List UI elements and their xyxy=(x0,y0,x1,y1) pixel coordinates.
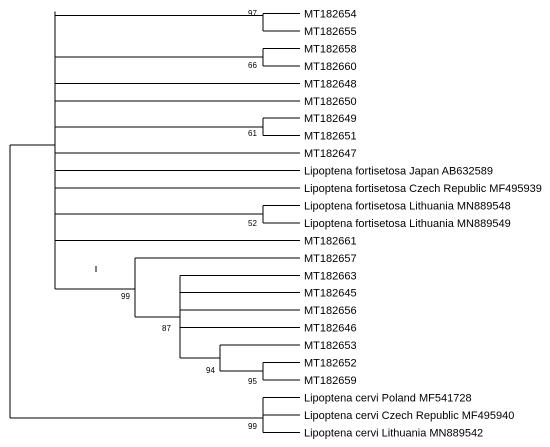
support-values: 97 66 61 52 99 87 94 95 99 xyxy=(121,9,257,431)
taxon-label: MT182647 xyxy=(304,148,357,160)
tree-branches xyxy=(9,11,300,433)
taxon-label: MT182659 xyxy=(304,375,357,387)
taxon-label: MT182660 xyxy=(304,61,357,73)
taxon-label: Lipoptena cervi Czech Republic MF495940 xyxy=(304,410,514,422)
taxon-label: Lipoptena fortisetosa Czech Republic MF4… xyxy=(304,183,542,195)
taxon-label: Lipoptena cervi Poland MF541728 xyxy=(304,392,472,404)
taxon-labels: MT182654 MT182655 MT182658 MT182660 MT18… xyxy=(304,9,542,440)
taxon-label: MT182655 xyxy=(304,26,357,38)
support-value: 94 xyxy=(206,366,215,375)
taxon-label: MT182658 xyxy=(304,43,357,55)
taxon-label: MT182654 xyxy=(304,9,357,21)
taxon-label: MT182650 xyxy=(304,96,357,108)
support-value: 66 xyxy=(248,61,257,70)
taxon-label: MT182663 xyxy=(304,270,357,282)
taxon-label: MT182646 xyxy=(304,323,357,335)
support-value: 95 xyxy=(248,377,257,386)
taxon-label: MT182656 xyxy=(304,305,357,317)
taxon-label: Lipoptena fortisetosa Japan AB632589 xyxy=(304,166,493,178)
taxon-label: MT182651 xyxy=(304,131,357,143)
support-value: 61 xyxy=(248,129,257,138)
support-value: 97 xyxy=(248,9,257,18)
support-value: 99 xyxy=(248,422,257,431)
support-value: 52 xyxy=(248,219,257,228)
taxon-label: Lipoptena fortisetosa Lithuania MN889549 xyxy=(304,218,511,230)
support-value: 99 xyxy=(121,292,130,301)
taxon-label: MT182661 xyxy=(304,235,357,247)
taxon-label: MT182648 xyxy=(304,78,357,90)
taxon-label: MT182657 xyxy=(304,253,357,265)
support-value: 87 xyxy=(162,324,171,333)
taxon-label: Lipoptena cervi Lithuania MN889542 xyxy=(304,427,483,439)
taxon-label: MT182652 xyxy=(304,358,357,370)
taxon-label: MT182653 xyxy=(304,340,357,352)
taxon-label: MT182649 xyxy=(304,113,357,125)
taxon-label: Lipoptena fortisetosa Lithuania MN889548 xyxy=(304,200,511,212)
taxon-label: MT182645 xyxy=(304,288,357,300)
